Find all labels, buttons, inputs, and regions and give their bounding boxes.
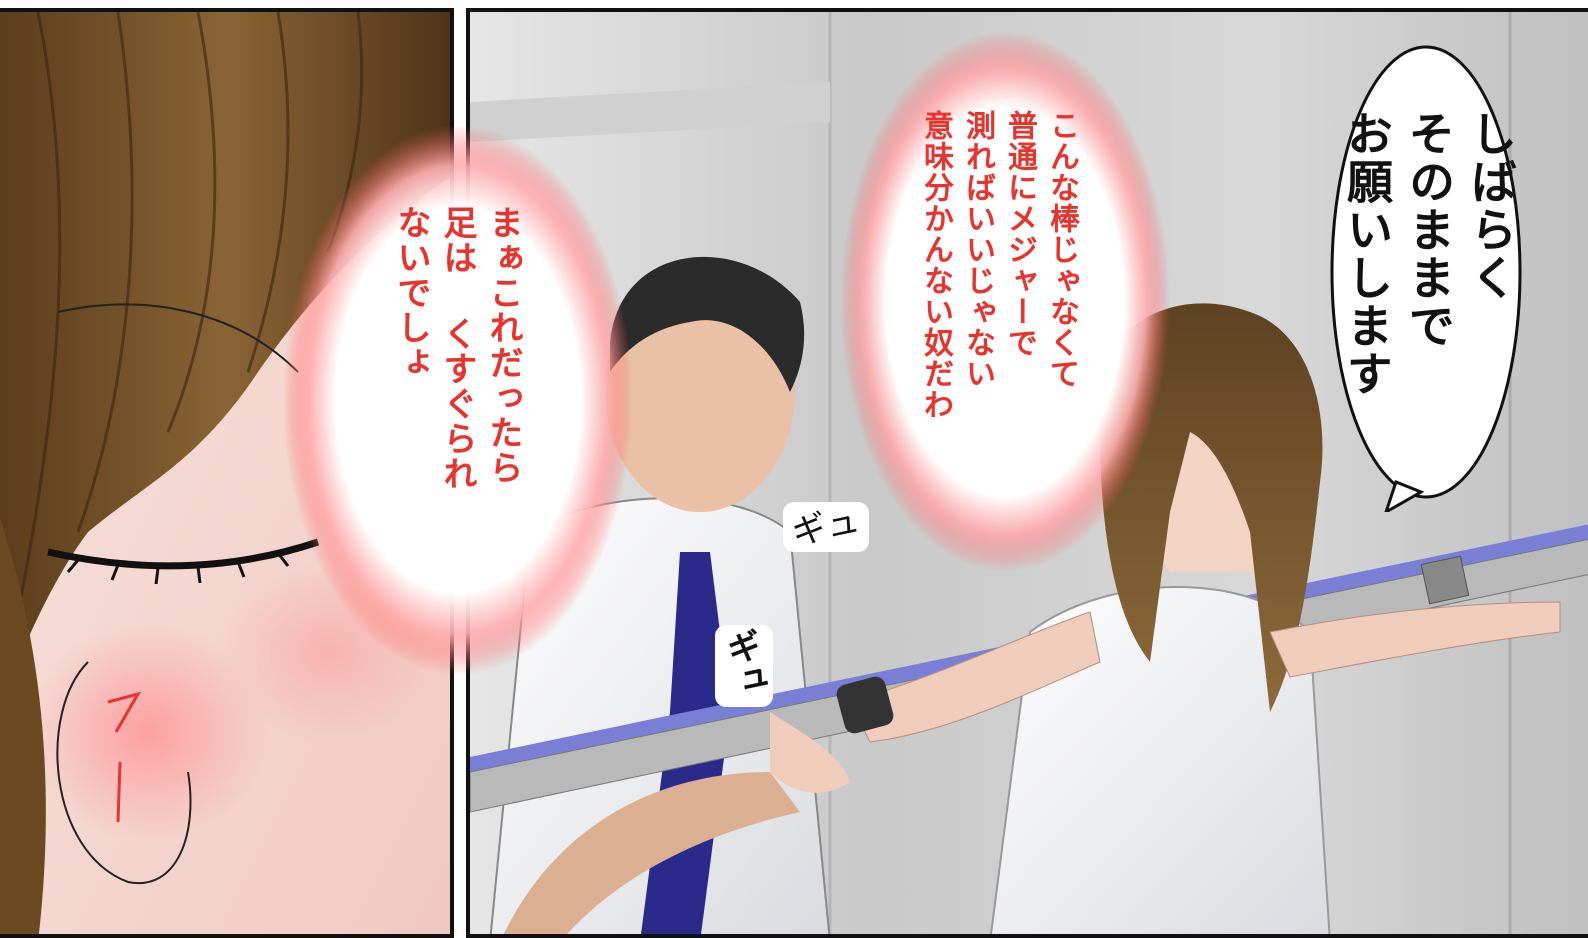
sfx-text: ギュ [717, 626, 771, 702]
cheek-blush [28, 622, 268, 842]
sfx-text: ギュ [788, 500, 864, 554]
speech-bubble [1330, 45, 1522, 512]
blush-mark [107, 691, 142, 733]
eyelashes [66, 552, 290, 585]
sfx-squeeze-2: ギュ [717, 626, 771, 704]
thought-text-center: こんな棒じゃなくて 普通にメジャーで 測ればいいじゃない 意味分かんない奴だわ [918, 110, 1079, 420]
cheek-outline [56, 661, 192, 885]
speech-text: しばらく そのままで お願いします [1340, 110, 1518, 398]
right-panel [466, 8, 1588, 938]
hair-strands [16, 12, 364, 613]
closed-eye [47, 538, 320, 570]
blush-mark [116, 761, 122, 823]
thought-burst-left [283, 125, 633, 675]
hair [0, 12, 450, 707]
hair-side [0, 518, 46, 934]
sfx-squeeze-1: ギュ [786, 500, 866, 554]
thought-burst [840, 32, 1170, 572]
wall-panel [470, 82, 830, 142]
glasses-frame [57, 303, 299, 373]
thought-text-left: まぁこれだったら 足は くすぐられ ないでしょ [391, 205, 523, 491]
